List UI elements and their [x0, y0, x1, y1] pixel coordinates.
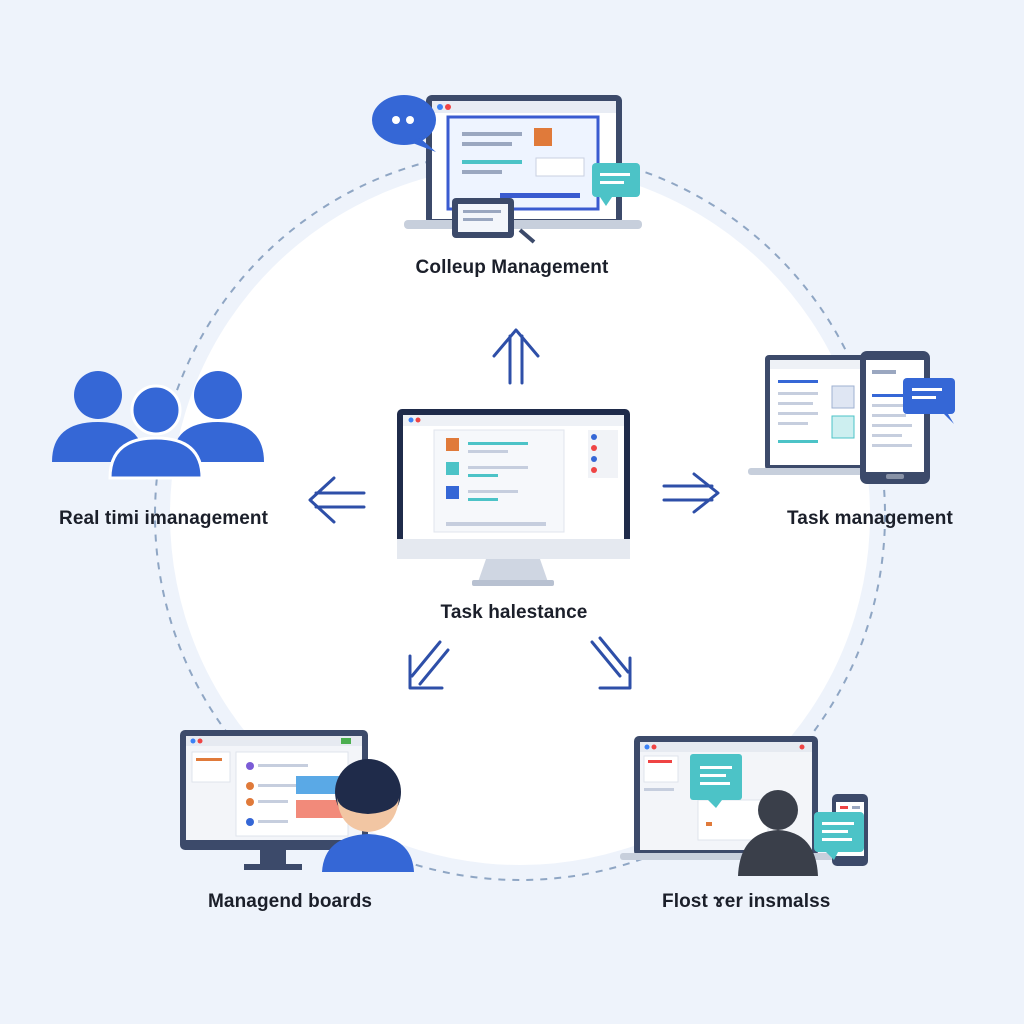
dashed-ring: [154, 149, 886, 881]
node-label-bottom-left: Managend boards: [208, 891, 373, 912]
top-laptop-icon: [404, 95, 642, 229]
speech-bubble-icon: [372, 95, 436, 152]
chat-panel-icon: [690, 754, 742, 808]
node-label-top: Colleup Management: [415, 257, 609, 278]
bottom-left-monitor-icon: [180, 730, 368, 870]
node-label-center: Task halestance: [440, 602, 588, 623]
tablet-icon: [860, 351, 930, 484]
person-avatar-icon: [322, 759, 414, 872]
node-label-left: Real timi imanagement: [59, 508, 269, 529]
people-group-icon: [52, 371, 264, 480]
node-label-right: Task management: [787, 508, 953, 529]
node-label-bottom-right: Flost ɤer insmalss: [662, 891, 831, 912]
message-card-icon: [452, 198, 536, 244]
chat-bubble-icon: [903, 378, 955, 424]
arrow-down-left-icon: [408, 640, 450, 690]
center-monitor-icon: [397, 409, 630, 586]
arrow-right-icon: [662, 472, 720, 514]
chat-box-icon: [814, 812, 864, 860]
right-laptop-icon: [748, 355, 882, 475]
chat-note-icon: [592, 163, 640, 206]
arrow-up-icon: [492, 328, 540, 385]
arrow-down-right-icon: [590, 636, 632, 690]
person-back-icon: [738, 790, 818, 876]
arrow-left-icon: [308, 476, 366, 524]
